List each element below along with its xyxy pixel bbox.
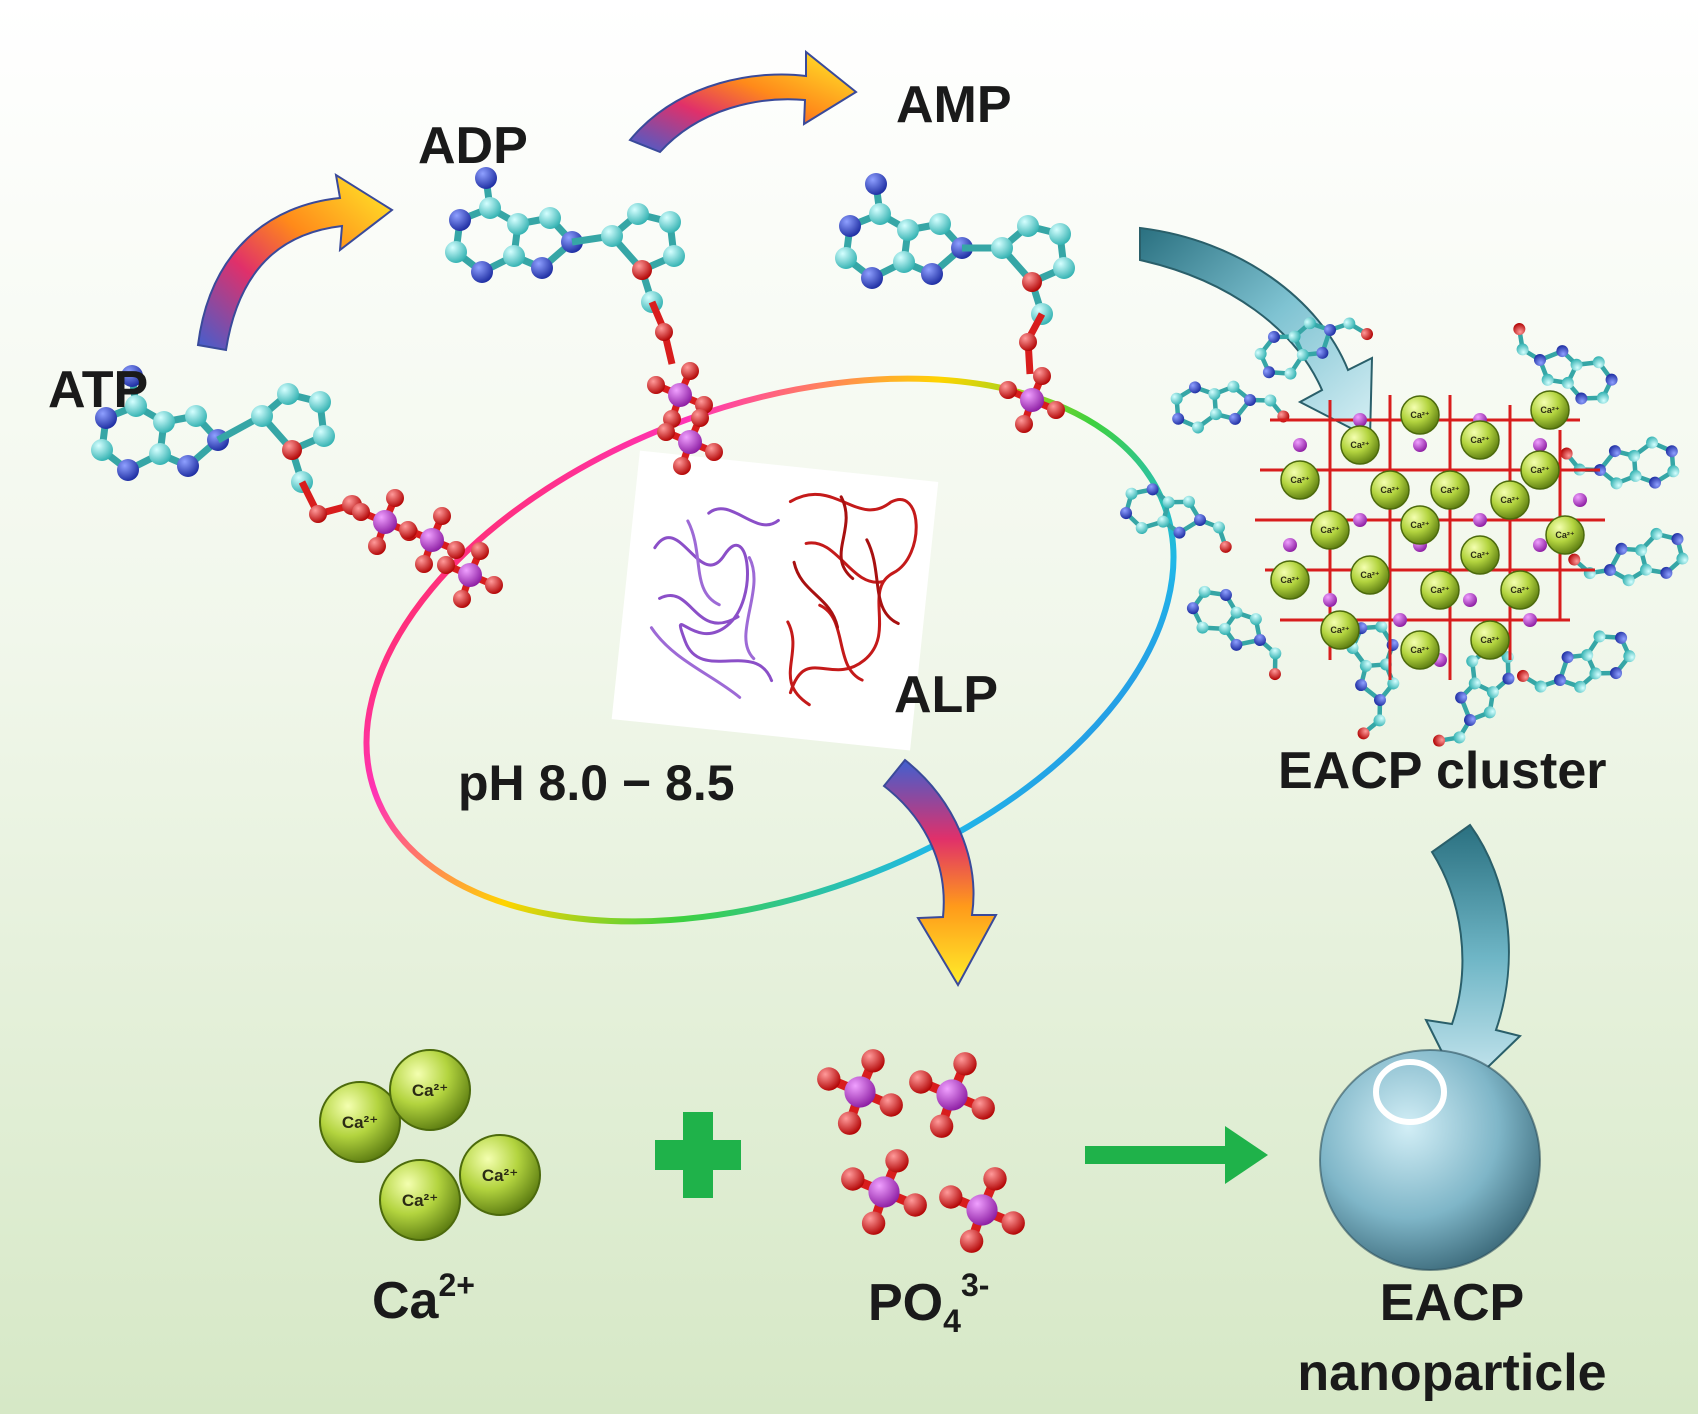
ion-sphere: Ca²⁺ xyxy=(1280,460,1320,500)
cluster-calcium-ions: Ca²⁺ Ca²⁺ Ca²⁺ Ca²⁺ Ca²⁺ Ca²⁺ Ca²⁺ Ca²⁺ … xyxy=(1270,390,1585,670)
calcium-ion-group: Ca²⁺ Ca²⁺ Ca²⁺ Ca²⁺ xyxy=(319,1049,541,1241)
ion-sphere: Ca²⁺ xyxy=(1500,570,1540,610)
svg-text:Ca²⁺: Ca²⁺ xyxy=(1430,585,1450,595)
svg-text:Ca²⁺: Ca²⁺ xyxy=(1510,585,1530,595)
svg-text:Ca²⁺: Ca²⁺ xyxy=(1540,405,1560,415)
svg-text:Ca²⁺: Ca²⁺ xyxy=(1330,625,1350,635)
atp-label: ATP xyxy=(48,361,148,419)
svg-text:Ca²⁺: Ca²⁺ xyxy=(1480,635,1500,645)
ion-sphere: Ca²⁺ xyxy=(1420,570,1460,610)
amp-molecule-icon xyxy=(835,173,1075,433)
svg-text:Ca²⁺: Ca²⁺ xyxy=(1380,485,1400,495)
svg-text:Ca²⁺: Ca²⁺ xyxy=(1410,520,1430,530)
nanoparticle-sphere-icon xyxy=(1319,1049,1541,1271)
calcium-ion-sphere-icon: Ca²⁺ xyxy=(389,1049,471,1131)
eacp-nanoparticle-label-line2: nanoparticle xyxy=(1297,1344,1606,1402)
svg-text:Ca²⁺: Ca²⁺ xyxy=(1350,440,1370,450)
alp-enzyme-image xyxy=(611,450,939,751)
svg-text:Ca²⁺: Ca²⁺ xyxy=(1290,475,1310,485)
ion-sphere: Ca²⁺ xyxy=(1490,480,1530,520)
adp-label: ADP xyxy=(418,117,528,175)
svg-text:Ca²⁺: Ca²⁺ xyxy=(342,1113,378,1132)
ion-sphere: Ca²⁺ xyxy=(1400,505,1440,545)
atp-molecule-icon xyxy=(91,365,503,608)
ion-sphere: Ca²⁺ xyxy=(1545,515,1585,555)
svg-text:Ca²⁺: Ca²⁺ xyxy=(1410,645,1430,655)
ion-sphere: Ca²⁺ xyxy=(1340,425,1380,465)
svg-text:Ca²⁺: Ca²⁺ xyxy=(1530,465,1550,475)
ion-sphere: Ca²⁺ xyxy=(1270,560,1310,600)
ion-sphere: Ca²⁺ xyxy=(1460,420,1500,460)
calcium-ion-label: Ca2+ xyxy=(372,1267,475,1330)
eacp-cluster-icon: Ca²⁺ Ca²⁺ Ca²⁺ Ca²⁺ Ca²⁺ Ca²⁺ Ca²⁺ Ca²⁺ … xyxy=(1116,288,1694,764)
ion-sphere: Ca²⁺ xyxy=(1530,390,1570,430)
protein-ribbon-icon xyxy=(649,492,918,707)
adp-to-amp-arrow-icon xyxy=(628,49,858,154)
svg-text:Ca²⁺: Ca²⁺ xyxy=(402,1191,438,1210)
calcium-ion-sphere-icon: Ca²⁺ xyxy=(319,1081,401,1163)
plus-icon xyxy=(655,1112,741,1198)
svg-text:Ca²⁺: Ca²⁺ xyxy=(1470,550,1490,560)
ion-sphere: Ca²⁺ xyxy=(1320,610,1360,650)
adp-molecule-icon xyxy=(445,167,723,475)
alp-to-phosphate-arrow-icon xyxy=(882,758,998,988)
ion-sphere: Ca²⁺ xyxy=(1460,535,1500,575)
calcium-ion-sphere-icon: Ca²⁺ xyxy=(379,1159,461,1241)
svg-text:Ca²⁺: Ca²⁺ xyxy=(412,1081,448,1100)
alp-label: ALP xyxy=(894,666,998,724)
svg-text:Ca²⁺: Ca²⁺ xyxy=(1500,495,1520,505)
atp-to-adp-arrow-icon xyxy=(196,172,394,352)
eacp-nanoparticle-label-line1: EACP xyxy=(1380,1274,1524,1332)
svg-text:Ca²⁺: Ca²⁺ xyxy=(1320,525,1340,535)
ion-sphere: Ca²⁺ xyxy=(1350,555,1390,595)
ion-sphere: Ca²⁺ xyxy=(1310,510,1350,550)
svg-text:Ca²⁺: Ca²⁺ xyxy=(1470,435,1490,445)
amp-label: AMP xyxy=(896,76,1012,134)
svg-text:Ca²⁺: Ca²⁺ xyxy=(1410,410,1430,420)
svg-text:Ca²⁺: Ca²⁺ xyxy=(1555,530,1575,540)
svg-text:Ca²⁺: Ca²⁺ xyxy=(1440,485,1460,495)
ion-sphere: Ca²⁺ xyxy=(1370,470,1410,510)
phosphate-ion-label: PO43- xyxy=(868,1267,989,1339)
ion-sphere: Ca²⁺ xyxy=(1400,630,1440,670)
svg-text:Ca²⁺: Ca²⁺ xyxy=(1280,575,1300,585)
svg-text:Ca²⁺: Ca²⁺ xyxy=(482,1166,518,1185)
right-arrow-icon xyxy=(1085,1126,1268,1184)
ion-sphere: Ca²⁺ xyxy=(1470,620,1510,660)
calcium-ion-sphere-icon: Ca²⁺ xyxy=(459,1134,541,1216)
ph-range-label: pH 8.0 − 8.5 xyxy=(458,755,735,811)
svg-text:Ca²⁺: Ca²⁺ xyxy=(1360,570,1380,580)
ion-sphere: Ca²⁺ xyxy=(1520,450,1560,490)
ion-sphere: Ca²⁺ xyxy=(1430,470,1470,510)
ion-sphere: Ca²⁺ xyxy=(1400,395,1440,435)
eacp-cluster-label: EACP cluster xyxy=(1278,742,1607,800)
